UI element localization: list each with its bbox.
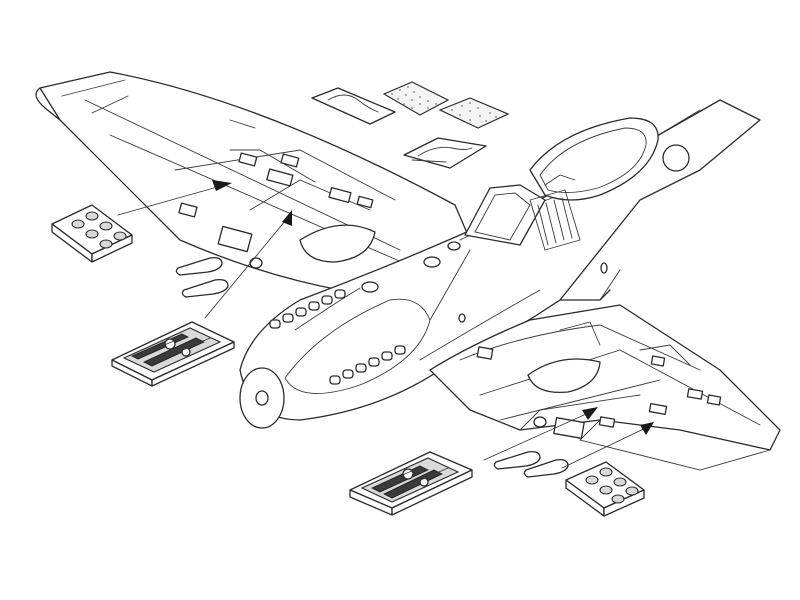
exhaust-stubs-lower [329, 345, 406, 385]
left-ammo-box-panel [51, 204, 133, 263]
right-wing [429, 304, 781, 478]
left-wing [35, 71, 471, 301]
fuselage [239, 99, 761, 429]
right-ammo-box-panel [565, 461, 645, 517]
left-gun-bay-insert [111, 321, 235, 387]
canopy [464, 117, 659, 251]
right-gun-bay-insert [349, 451, 473, 516]
cockpit-interior [529, 174, 581, 251]
top-hatch-panels [311, 81, 510, 169]
exhaust-stubs-upper [269, 289, 346, 329]
leader-lines [117, 180, 654, 469]
